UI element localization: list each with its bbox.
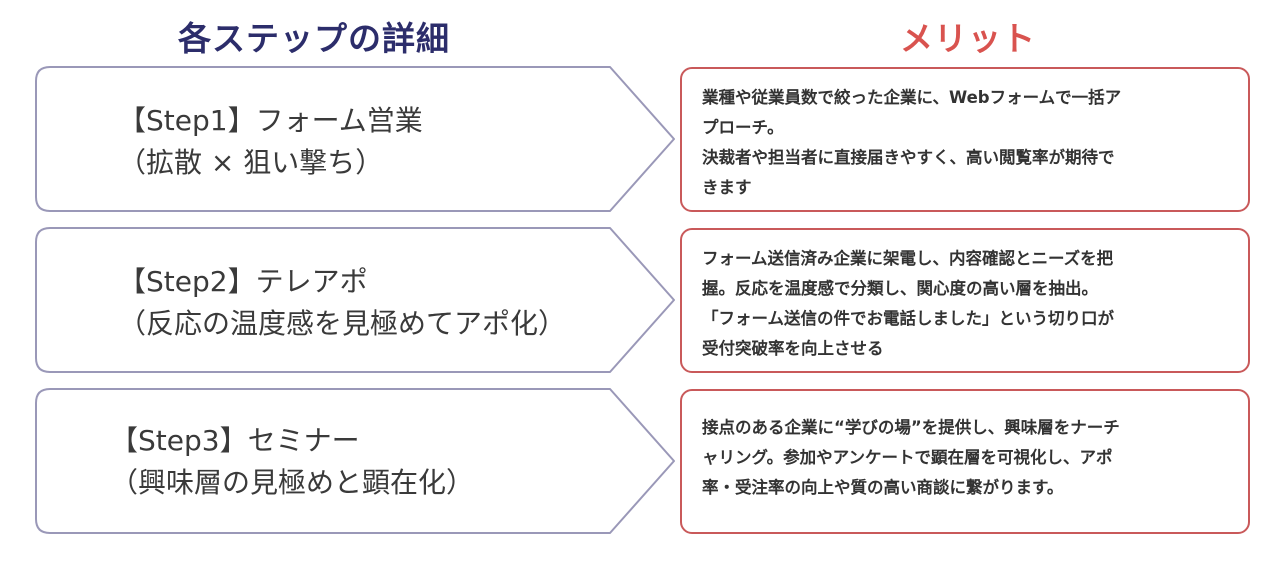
step-1-title: 【Step1】フォーム営業 [118,104,423,137]
step-2-merit-line: 「フォーム送信の件でお電話しました」という切り口が [702,309,1115,328]
step-3-subtitle: （興味層の見極めと顕在化） [110,466,475,499]
step-2-merit-line: 受付突破率を向上させる [702,339,884,358]
step-1-merit-line: プローチ。 [702,118,784,137]
step-1-merit-box: 業種や従業員数で絞った企業に、Webフォームで一括ア プローチ。 決裁者や担当者… [680,67,1250,212]
step-2-merit-line: フォーム送信済み企業に架電し、内容確認とニーズを把 [702,249,1114,268]
step-3-merit-box: 接点のある企業に“学びの場”を提供し、興味層をナーチ ャリング。参加やアンケート… [680,389,1250,534]
step-2-subtitle: （反応の温度感を見極めてアポ化） [118,307,567,340]
step-3-merit-line: 接点のある企業に“学びの場”を提供し、興味層をナーチ [702,418,1120,437]
step-1-merit-line: 業種や従業員数で絞った企業に、Webフォームで一括ア [702,88,1122,107]
step-1-merit-line: 決裁者や担当者に直接届きやすく、高い閲覧率が期待で [702,148,1115,167]
steps-heading: 各ステップの詳細 [178,19,450,58]
step-3-merit-line: ャリング。参加やアンケートで顕在層を可視化し、アポ [702,448,1113,467]
step-2-merit-box: フォーム送信済み企業に架電し、内容確認とニーズを把 握。反応を温度感で分類し、関… [680,228,1250,373]
step-3-merit-line: 率・受注率の向上や質の高い商談に繋がります。 [702,478,1064,497]
step-1-subtitle: （拡散 × 狙い撃ち） [118,146,384,179]
merits-heading: メリット [900,19,1036,58]
step-2-title: 【Step2】テレアポ [118,265,368,298]
step-1-label: 【Step1】フォーム営業 （拡散 × 狙い撃ち） [118,100,423,184]
step-3-title: 【Step3】セミナー [110,424,360,457]
step-2-label: 【Step2】テレアポ （反応の温度感を見極めてアポ化） [118,261,566,345]
step-2-merit-line: 握。反応を温度感で分類し、関心度の高い層を抽出。 [702,279,1098,298]
step-1-merit-line: きます [702,178,752,197]
step-3-label: 【Step3】セミナー （興味層の見極めと顕在化） [110,420,474,504]
